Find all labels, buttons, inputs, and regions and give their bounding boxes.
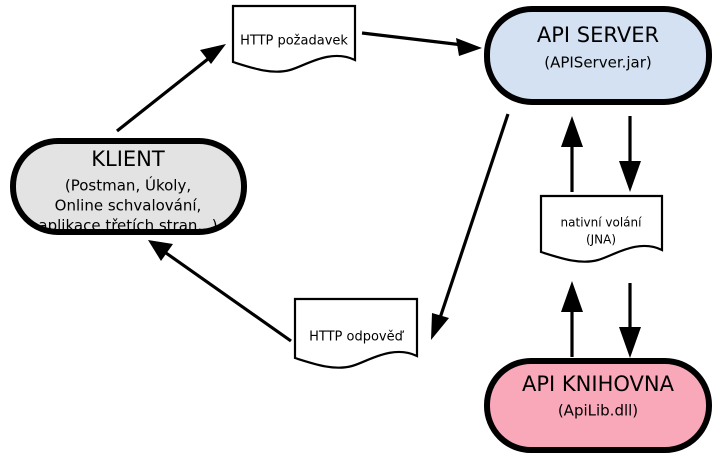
node-subtitle-line-3: aplikace třetích stran...) — [38, 217, 217, 235]
edge-http-pozadavek-to-api-server — [361, 31, 482, 56]
edge-line — [165, 251, 292, 343]
arrowhead-icon — [619, 161, 641, 192]
document-label-line-1: nativní volání — [561, 216, 643, 230]
edge-klient-to-http-pozadavek — [116, 44, 226, 133]
edge-line — [438, 113, 510, 319]
document-label-line-2: (JNA) — [586, 233, 616, 247]
document-shape — [293, 297, 419, 369]
edge-line — [361, 31, 464, 47]
node-shape — [484, 6, 712, 105]
node-api-server[interactable]: API SERVER (APIServer.jar) — [484, 6, 712, 105]
node-title: API SERVER — [537, 23, 659, 47]
edge-http-odpoved-to-klient — [148, 240, 292, 343]
arrowhead-icon — [431, 313, 449, 340]
edge-nativni-volani-to-api-knihovna — [619, 283, 641, 358]
arrowhead-icon — [148, 240, 173, 261]
document-nativni-volani[interactable]: nativní volání (JNA) — [539, 194, 664, 263]
document-http-pozadavek[interactable]: HTTP požadavek — [231, 4, 357, 73]
arrowhead-icon — [200, 44, 226, 64]
node-shape — [10, 138, 247, 235]
document-label: HTTP požadavek — [240, 34, 348, 49]
node-subtitle-line-1: (Postman, Úkoly, — [65, 176, 191, 195]
arrowhead-icon — [456, 38, 482, 56]
document-shape — [231, 4, 357, 73]
node-api-knihovna[interactable]: API KNIHOVNA (ApiLib.dll) — [484, 358, 712, 453]
edge-api-knihovna-to-nativni-volani — [561, 281, 583, 357]
node-klient[interactable]: KLIENT (Postman, Úkoly, Online schvalová… — [10, 138, 247, 235]
arrowhead-icon — [619, 327, 641, 358]
arrowhead-icon — [561, 116, 583, 147]
edge-api-server-to-nativni-volani — [619, 116, 641, 192]
document-label: HTTP odpověď — [309, 330, 405, 345]
document-http-odpoved[interactable]: HTTP odpověď — [293, 297, 419, 369]
node-subtitle-line-2: Online schvalování, — [55, 197, 202, 215]
document-shape — [539, 194, 664, 263]
node-subtitle-line-1: (ApiLib.dll) — [558, 402, 638, 420]
edge-api-server-to-http-odpoved — [431, 113, 510, 340]
node-title: API KNIHOVNA — [522, 372, 675, 396]
node-title: KLIENT — [91, 147, 165, 171]
arrowhead-icon — [561, 281, 583, 312]
edge-nativni-volani-to-api-server — [561, 116, 583, 192]
edge-line — [116, 53, 214, 133]
node-shape — [484, 358, 712, 453]
node-subtitle-line-1: (APIServer.jar) — [544, 54, 652, 72]
